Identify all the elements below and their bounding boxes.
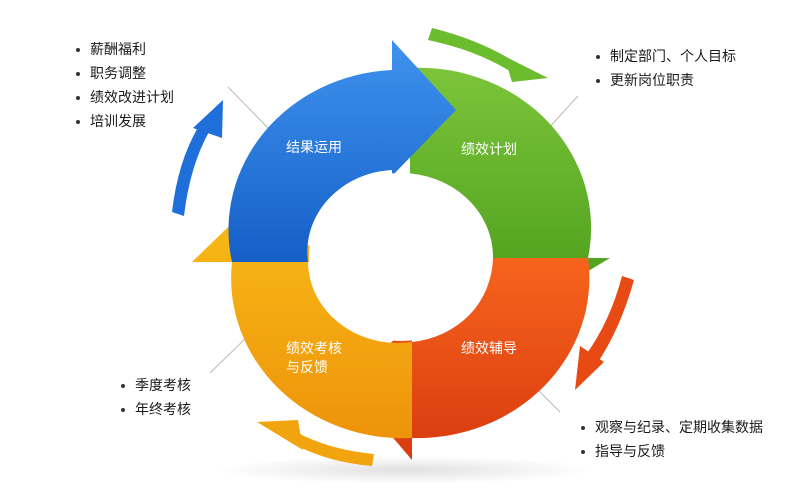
segment-result-label: 结果运用: [286, 140, 342, 156]
review-list: 季度考核 年终考核: [119, 374, 191, 422]
coach-list: 观察与纪录、定期收集数据 指导与反馈: [579, 416, 763, 464]
list-item: 观察与纪录、定期收集数据: [579, 416, 763, 440]
segment-plan-label: 绩效计划: [461, 142, 517, 158]
plan-list: 制定部门、个人目标 更新岗位职责: [594, 45, 736, 93]
result-usage-list: 薪酬福利 职务调整 绩效改进计划 培训发展: [74, 38, 174, 134]
list-item: 更新岗位职责: [594, 69, 736, 93]
segment-review-label-line1: 绩效考核: [286, 341, 342, 357]
list-item: 薪酬福利: [74, 38, 174, 62]
list-item: 指导与反馈: [579, 440, 763, 464]
leader-line-bottom-left: [209, 335, 249, 374]
ring-shadow: [215, 456, 595, 484]
outer-arrow-red: [575, 276, 634, 390]
ring-center: [309, 173, 493, 341]
list-item: 培训发展: [74, 110, 174, 134]
list-item: 绩效改进计划: [74, 86, 174, 110]
list-item: 年终考核: [119, 398, 191, 422]
list-item: 季度考核: [119, 374, 191, 398]
segment-review-label-line2: 与反馈: [286, 360, 328, 376]
list-item: 职务调整: [74, 62, 174, 86]
segment-coach-label: 绩效辅导: [461, 341, 517, 357]
segment-result: [228, 40, 456, 262]
segment-plan: [410, 67, 610, 300]
list-item: 制定部门、个人目标: [594, 45, 736, 69]
outer-arrow-orange: [257, 420, 374, 466]
outer-arrow-green: [428, 28, 548, 82]
leader-line-top-left: [227, 86, 269, 129]
outer-arrow-blue: [172, 100, 223, 216]
